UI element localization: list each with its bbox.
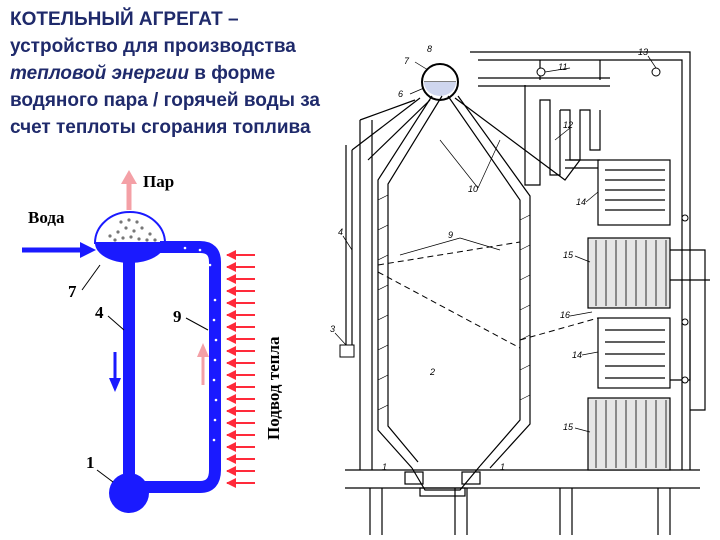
heading-part-2: тепловой энергии bbox=[10, 63, 189, 84]
label-drum: 7 bbox=[68, 282, 77, 301]
steam-label: Пар bbox=[143, 172, 174, 191]
wall-hatching bbox=[377, 194, 531, 411]
leader-drum bbox=[81, 264, 101, 291]
boiler-num-10: 10 bbox=[468, 184, 478, 194]
collector-shape bbox=[109, 473, 149, 513]
leader-downcomer bbox=[107, 315, 125, 331]
water-label: Вода bbox=[28, 208, 65, 227]
dashed-lines bbox=[377, 241, 521, 349]
boiler-num-14b: 14 bbox=[572, 350, 582, 360]
boiler-num-6: 6 bbox=[398, 89, 403, 99]
label-downcomer: 4 bbox=[95, 303, 104, 322]
heading-part-1: КОТЕЛЬНЫЙ АГРЕГАТ – устройство для произ… bbox=[10, 9, 296, 57]
label-riser: 9 bbox=[173, 307, 182, 326]
boiler-numbers: 1 2 3 4 6 7 8 9 10 11 12 13 14 14 15 15 … bbox=[330, 44, 648, 472]
leader-collector bbox=[96, 469, 114, 483]
furnace-walls bbox=[345, 95, 581, 469]
page-heading: КОТЕЛЬНЫЙ АГРЕГАТ – устройство для произ… bbox=[10, 6, 350, 141]
air-heater-tubes bbox=[595, 240, 667, 468]
boiler-leaders bbox=[334, 55, 657, 433]
downcomer-pipe bbox=[123, 258, 135, 483]
boiler-num-15b: 15 bbox=[563, 422, 574, 432]
boiler-num-2: 2 bbox=[429, 367, 435, 377]
boiler-num-7: 7 bbox=[404, 56, 410, 66]
side-piping bbox=[670, 249, 710, 411]
superheater-coils bbox=[478, 60, 610, 186]
furnace-hopper bbox=[404, 465, 481, 497]
boiler-num-15a: 15 bbox=[563, 250, 574, 260]
boiler-num-13: 13 bbox=[638, 47, 648, 57]
steam-arrow bbox=[121, 170, 137, 210]
boiler-num-12: 12 bbox=[563, 120, 573, 130]
boiler-num-1b: 1 bbox=[500, 462, 505, 472]
water-inlet-arrow bbox=[22, 242, 96, 258]
riser-pipe bbox=[145, 241, 221, 493]
boiler-num-14a: 14 bbox=[576, 197, 586, 207]
riser-bubbles bbox=[183, 246, 218, 442]
leader-riser bbox=[185, 317, 209, 331]
boiler-num-3: 3 bbox=[330, 324, 335, 334]
boiler-num-1a: 1 bbox=[382, 462, 387, 472]
heat-label: Подвод тепла bbox=[264, 336, 283, 440]
boiler-num-11: 11 bbox=[558, 62, 567, 72]
down-flow-arrow bbox=[109, 352, 121, 392]
up-flow-arrow bbox=[197, 343, 209, 385]
label-collector: 1 bbox=[86, 453, 95, 472]
dashed-line-16 bbox=[519, 317, 599, 341]
heading-part-3: в форме водяного пара / горячей воды за … bbox=[10, 63, 320, 138]
economizer-tubes bbox=[565, 159, 671, 389]
boiler-num-8: 8 bbox=[427, 44, 432, 54]
drum-shape bbox=[93, 211, 167, 263]
boiler-num-16: 16 bbox=[560, 310, 570, 320]
boiler-num-9: 9 bbox=[448, 230, 453, 240]
boiler-num-4: 4 bbox=[338, 227, 343, 237]
heat-arrows bbox=[226, 250, 255, 488]
boiler-frame bbox=[345, 51, 700, 535]
